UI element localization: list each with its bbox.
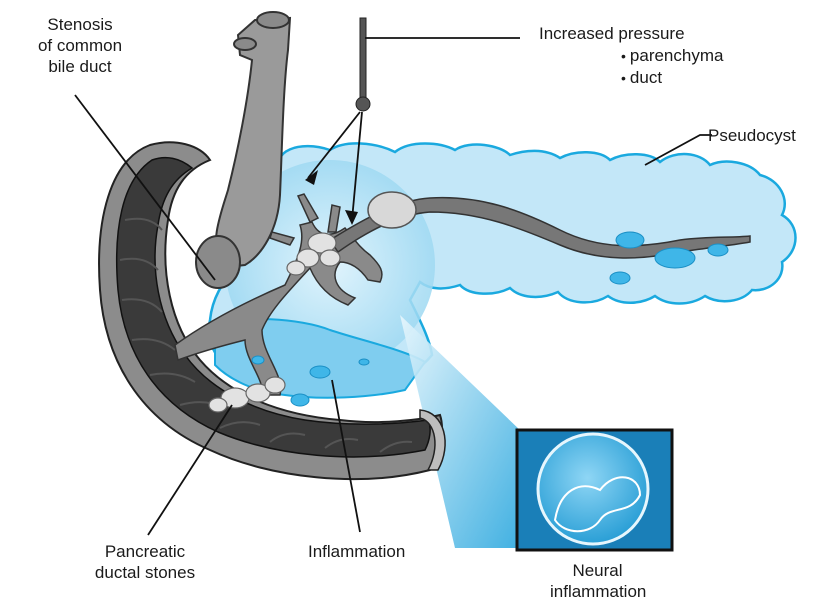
duct-opening [196,236,240,288]
label-increased-pressure: Increased pressure [539,23,685,44]
label-pressure-items: parenchyma duct [621,45,723,89]
pressure-item-duct: duct [621,67,723,89]
duct-dilation [368,192,416,228]
vessel-top [257,12,289,28]
label-pseudocyst: Pseudocyst [708,125,796,146]
pressure-item-parenchyma: parenchyma [621,45,723,67]
label-inflammation: Inflammation [308,541,405,562]
label-neural-inflammation: Neural inflammation [550,560,645,602]
label-pancreatic-stones: Pancreatic ductal stones [70,541,220,583]
pressure-gauge-icon [356,18,370,111]
label-stenosis: Stenosis of common bile duct [20,14,140,77]
vessel-top-2 [234,38,256,50]
